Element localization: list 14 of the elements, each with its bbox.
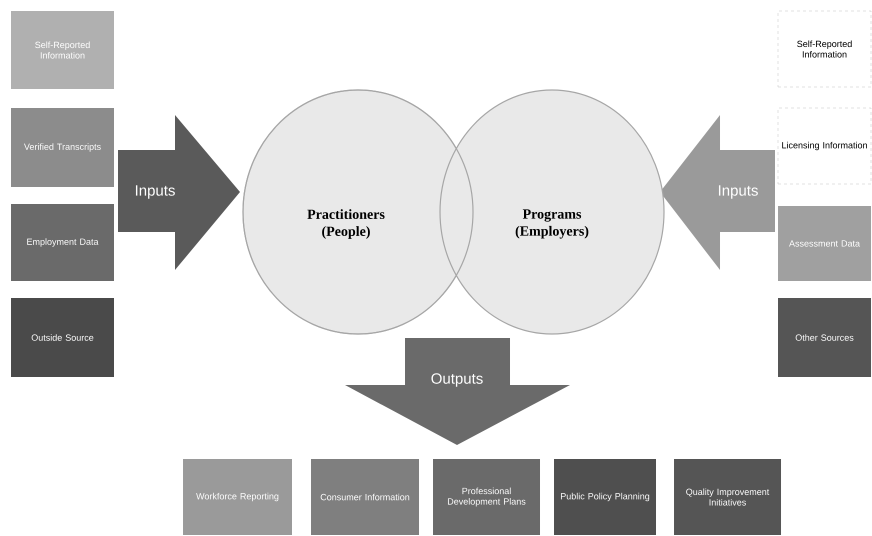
output-box: Quality Improvement Initiatives xyxy=(674,459,781,535)
output-box: Consumer Information xyxy=(311,459,419,535)
source-box: Other Sources xyxy=(778,298,871,377)
node-label: Programs (Employers) xyxy=(516,209,588,239)
source-box: Assessment Data xyxy=(778,206,871,281)
source-box: Self-Reported Information xyxy=(778,10,872,88)
source-box: Self-Reported Information xyxy=(11,11,114,89)
output-box: Workforce Reporting xyxy=(183,459,292,535)
output-box: Professional Development Plans xyxy=(433,459,540,535)
source-box: Verified Transcripts xyxy=(11,108,114,187)
source-box: Licensing Information xyxy=(778,108,872,184)
output-box: Public Policy Planning xyxy=(554,459,656,535)
source-box: Employment Data xyxy=(11,204,114,281)
source-box: Outside Source xyxy=(11,298,114,377)
